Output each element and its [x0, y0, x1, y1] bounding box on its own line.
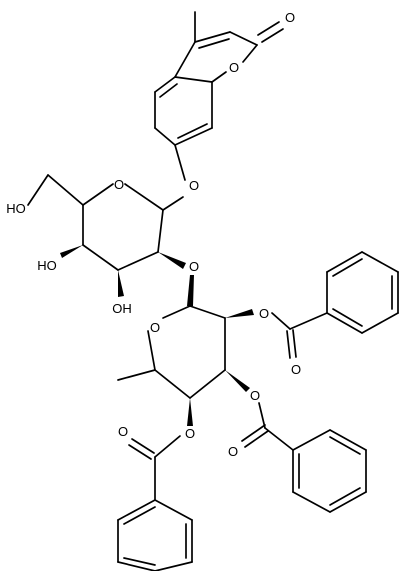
ester-o-carbonyl-bond	[271, 312, 291, 330]
co-double-b	[292, 329, 297, 358]
c5-methyl-bond	[117, 369, 156, 381]
oh-c3-label: OH	[112, 301, 132, 316]
ring-bond-2	[326, 251, 363, 273]
c7-c8-bond	[174, 127, 213, 146]
benzoate-c2: O O	[259, 251, 399, 377]
ring-bond-1	[292, 429, 331, 451]
c3-c4-double	[198, 38, 230, 49]
ring-bond-3	[154, 561, 193, 571]
c5-c4-bond	[154, 369, 191, 399]
c4a-c5-double	[159, 83, 178, 98]
ring-double-2	[332, 258, 363, 277]
fucose-ring: O	[117, 275, 254, 426]
c1-oring-bond	[162, 305, 191, 319]
ring-bond-3	[361, 251, 399, 273]
co-double-b	[128, 444, 152, 460]
c3-c4-bond	[194, 31, 231, 43]
c2-c3-bond	[229, 31, 258, 46]
c4-c3-bond	[82, 244, 119, 271]
c2-o-wedge	[158, 252, 186, 269]
ring-bond-6	[117, 499, 156, 521]
c2-c1-bond	[157, 209, 164, 253]
oring-c5-bond	[82, 183, 114, 206]
c6-oh-bond	[27, 174, 49, 206]
carbonyl-bond-b	[257, 21, 280, 36]
oring-c5-bond	[147, 330, 156, 371]
o1-c8a-bond	[211, 71, 227, 83]
c4-oh-wedge	[60, 245, 83, 258]
co-double-b	[244, 430, 269, 448]
ring-double-4	[329, 487, 361, 506]
carbonyl-ipso-bond	[289, 312, 328, 330]
ring-bond-5	[292, 491, 331, 513]
c3-oh-wedge	[118, 270, 124, 297]
c4-c4a-bond	[174, 41, 196, 78]
glycosidic-wedge	[187, 275, 194, 306]
co-double-a	[241, 424, 266, 442]
c2-o-wedge	[225, 309, 254, 318]
ester-o-carbonyl-bond	[154, 435, 181, 458]
c4a-c5-bond	[154, 76, 176, 93]
carbonyl-ipso-bond	[264, 427, 294, 451]
co-double-a	[286, 330, 291, 359]
ring-bond-5	[361, 312, 399, 334]
ester-o-c2-label: O	[259, 306, 269, 321]
c4-o-wedge	[187, 398, 193, 426]
ester-o-c3-label: O	[250, 388, 260, 403]
c3-o-wedge	[225, 370, 250, 392]
glycosidic-o-label: O	[189, 259, 199, 274]
carbonyl-o-coumarin-label: O	[285, 10, 295, 25]
c2-o1-bond	[242, 44, 258, 63]
carbonyl-bond-a	[261, 28, 284, 43]
benzoate-c3: O O	[228, 388, 367, 513]
galactose-ring: O HO HO OH O	[6, 174, 199, 316]
ester-o-c4-label: O	[185, 426, 195, 441]
ho-ch2-label: HO	[6, 201, 26, 216]
ho-c4-label: HO	[37, 258, 57, 273]
coumarin-moiety: O O O	[154, 10, 295, 193]
ring-double-6	[332, 308, 363, 327]
ring-bond-6	[326, 312, 363, 334]
c4-c3-bond	[189, 369, 226, 399]
ring-double-4	[123, 557, 156, 566]
ring-double-6	[123, 506, 156, 525]
c5-c6-bond	[47, 174, 84, 206]
carbonyl-o-c4-label: O	[118, 424, 128, 439]
co-double-a	[131, 438, 155, 454]
c7-oaryl-bond	[174, 144, 186, 181]
ring-bond-4	[329, 491, 367, 513]
carbonyl-o-c2-label: O	[291, 362, 301, 377]
benzoate-c4: O O	[117, 424, 195, 571]
c7-c8-double	[177, 123, 208, 139]
c4a-c8a-bond	[174, 76, 213, 83]
ring-o-fucose-label: O	[150, 320, 160, 335]
ring-bond-4	[117, 561, 156, 571]
c3-c2-bond	[117, 251, 159, 271]
ring-bond-2	[329, 429, 367, 451]
ring-double-2	[329, 436, 361, 455]
oaryl-c1-bond	[162, 196, 184, 211]
ester-o-carbonyl-bond	[258, 402, 266, 429]
carbonyl-o-c3-label: O	[228, 444, 238, 459]
ether-o-aryl-label: O	[189, 178, 199, 193]
c6-c7-bond	[154, 127, 176, 146]
ring-bond-1	[154, 499, 193, 521]
c2-c1-bond	[189, 305, 226, 319]
ring-o-coumarin-label: O	[229, 60, 239, 75]
c1-oring-bond	[124, 183, 164, 211]
ring-o-galactose-label: O	[114, 177, 124, 192]
